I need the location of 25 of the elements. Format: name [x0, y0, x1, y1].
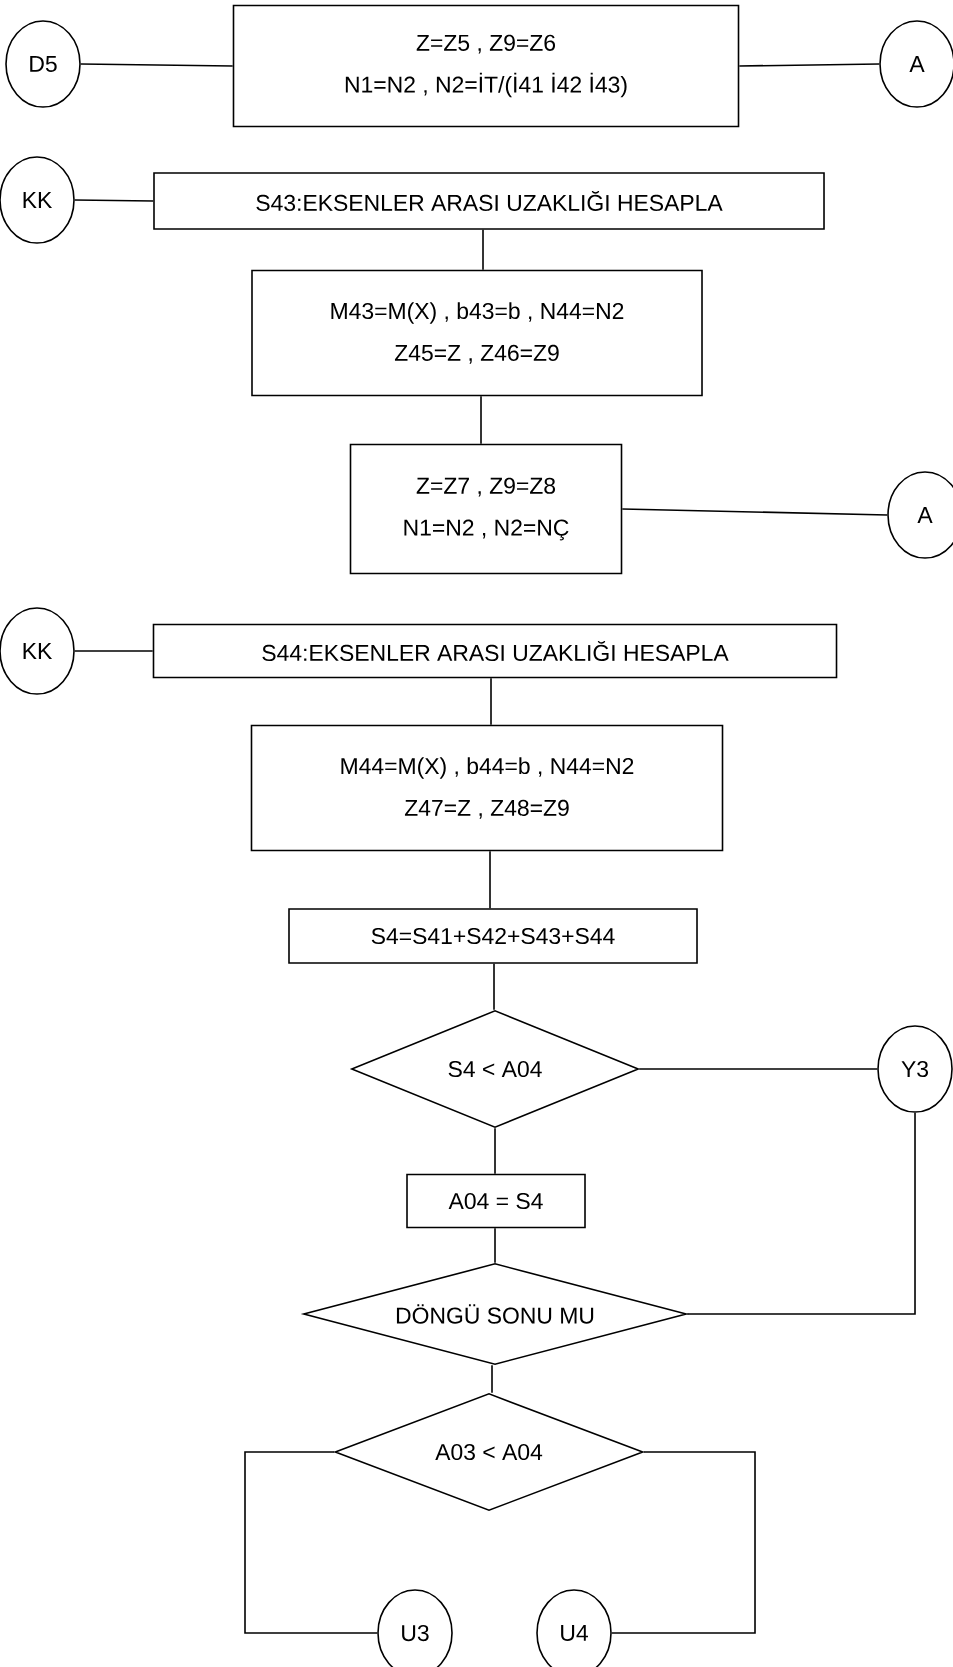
process-box: Z=Z7 , Z9=Z8 N1=N2 , N2=NÇ — [349, 443, 623, 575]
connector-line — [491, 1364, 493, 1394]
process-box: Z=Z5 , Z9=Z6 N1=N2 , N2=İT/(İ41 İ42 İ43) — [232, 4, 740, 128]
connector-line — [493, 963, 495, 1011]
process-box: M44=M(X) , b44=b , N44=N2 Z47=Z , Z48=Z9 — [250, 724, 724, 852]
connector-line — [621, 508, 888, 516]
connector-line — [80, 63, 234, 67]
connector-line — [244, 1451, 378, 1634]
connector-line — [494, 1127, 496, 1175]
connector-line — [482, 229, 484, 271]
connector-line — [74, 199, 154, 202]
process-box: S43:EKSENLER ARASI UZAKLIĞI HESAPLA — [153, 172, 825, 230]
process-box: S4=S41+S42+S43+S44 — [288, 908, 698, 964]
connector-line — [611, 1451, 756, 1634]
connector-line — [638, 1068, 878, 1070]
process-box: A04 = S4 — [406, 1173, 586, 1229]
connector-line — [490, 677, 492, 726]
connector-line — [494, 1227, 496, 1264]
process-box: M43=M(X) , b43=b , N44=N2 Z45=Z , Z46=Z9 — [251, 269, 703, 397]
connector-line — [738, 63, 880, 67]
process-box: S44:EKSENLER ARASI UZAKLIĞI HESAPLA — [152, 623, 838, 679]
connector-line — [489, 850, 491, 909]
connector-line — [686, 1112, 916, 1315]
connector-line — [74, 650, 154, 652]
connector-line — [480, 395, 482, 445]
